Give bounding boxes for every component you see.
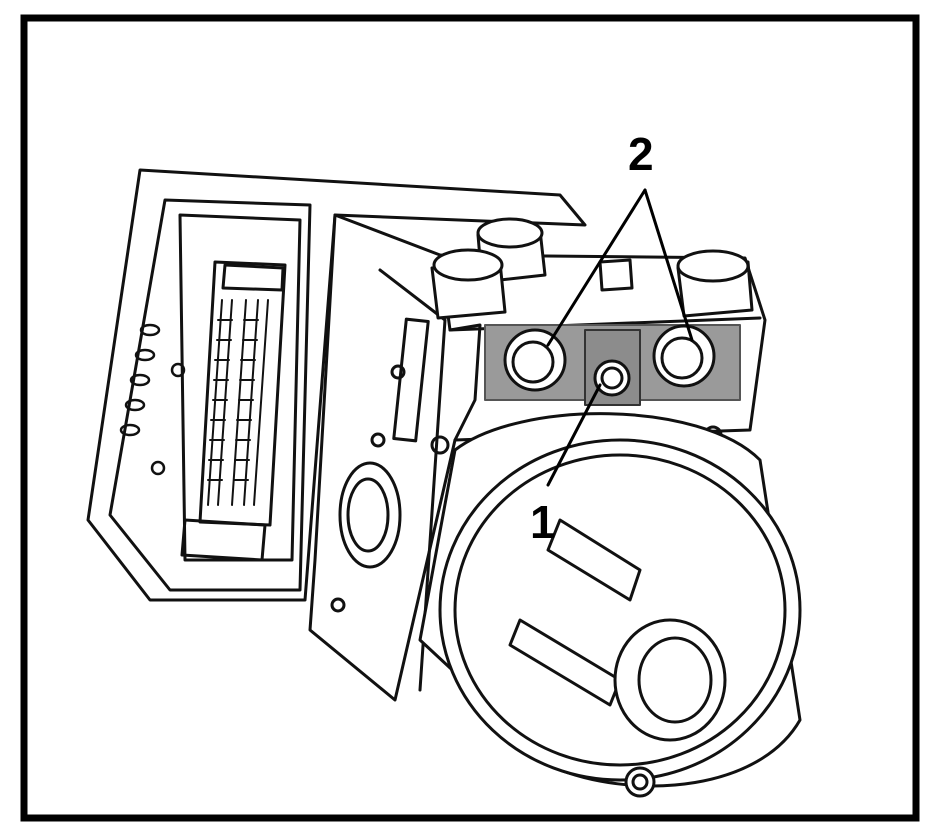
- callout-2: 2: [628, 128, 654, 180]
- control-module: [86, 168, 587, 602]
- abs-hydraulic-unit-illustration: [86, 168, 802, 798]
- pump-motor: [418, 412, 802, 798]
- module-holes: [119, 323, 186, 476]
- pin-ticks: [207, 319, 259, 481]
- leader-line-1: [546, 383, 602, 487]
- top-fittings: [430, 217, 754, 320]
- leader-line-2b: [643, 188, 694, 342]
- leader-lines: [546, 188, 694, 487]
- connector-pins: [207, 299, 269, 506]
- callout-1: 1: [530, 496, 556, 548]
- leader-line-2a: [546, 188, 647, 347]
- brake-line-ports: [503, 324, 716, 397]
